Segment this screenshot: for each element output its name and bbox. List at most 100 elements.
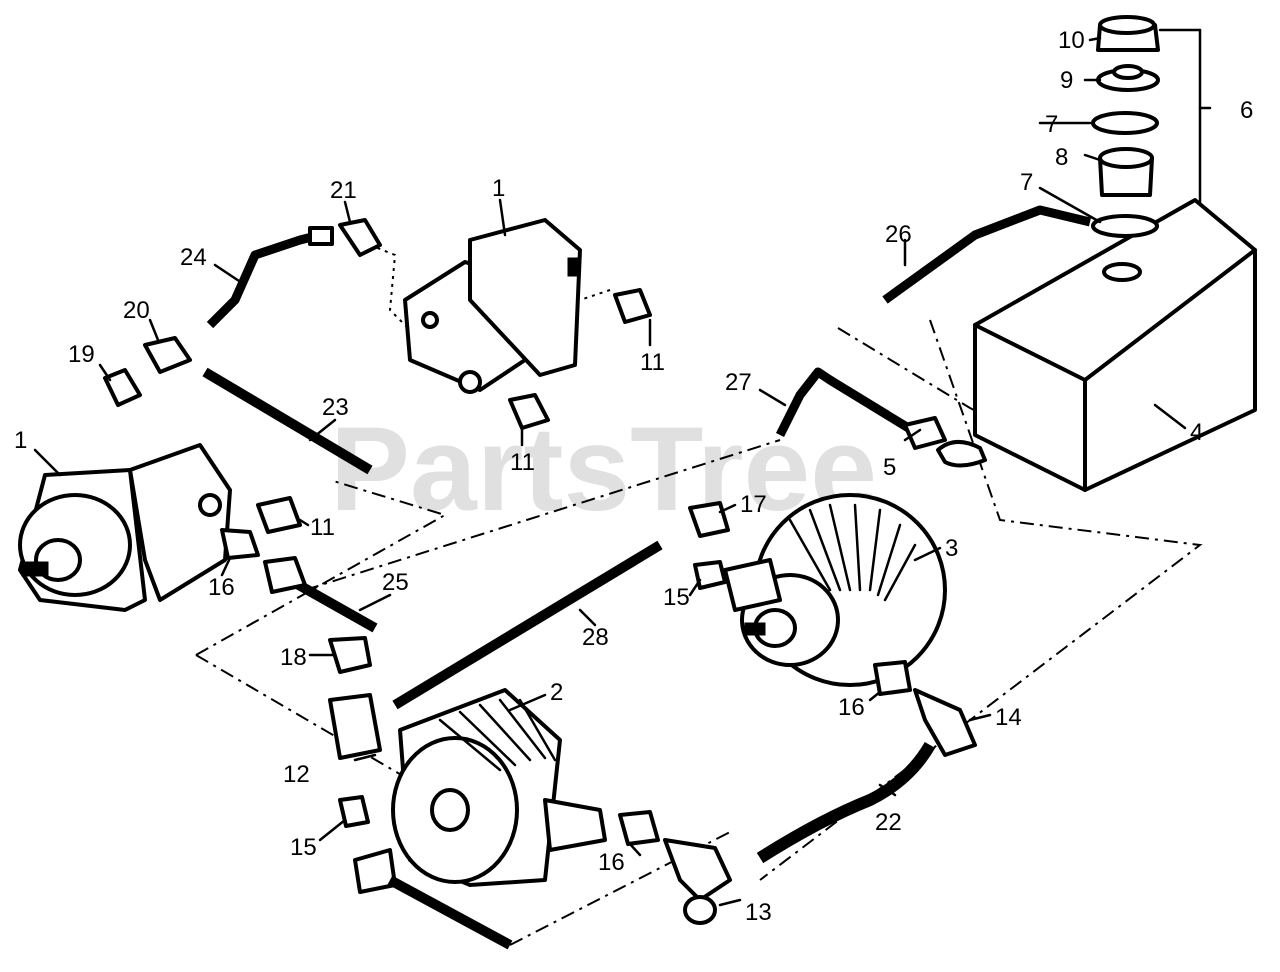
fitting-16-lower [618,810,660,846]
fitting-21 [338,218,382,257]
strainer-8-top [1098,147,1154,169]
hose-26 [882,205,1092,304]
callout-5: 5 [883,454,896,481]
motor-left-body [128,443,232,602]
callout-9: 9 [1060,67,1073,94]
fitting-17 [688,501,730,538]
callout-26: 26 [885,221,912,248]
fitting-15-upper [693,560,727,590]
fittings [103,218,977,925]
tank-outlet-elbow-5 [936,440,987,468]
fitting-11-left [256,496,302,534]
callout-19: 19 [68,341,95,368]
hydraulic-motor-left [18,443,232,612]
gasket-9-inner [1112,64,1144,80]
callout-20: 20 [123,297,150,324]
fitting-13 [663,838,732,902]
callout-1-upper: 1 [492,175,505,202]
callout-16-left: 16 [208,574,235,601]
callout-23: 23 [322,394,349,421]
fitting-11-upper [613,288,652,324]
reservoir-tank [936,198,1257,492]
callout-15-lower: 15 [290,834,317,861]
callout-1-left: 1 [14,427,27,454]
cap-10-top [1098,15,1156,35]
fitting-21-nut [308,226,334,246]
hose-23 [202,367,373,475]
callout-3: 3 [945,535,958,562]
callout-10: 10 [1058,27,1085,54]
motor-left-shaft [21,561,49,577]
callout-7-upper: 7 [1045,111,1058,138]
hose-28 [392,540,663,710]
motor-upper-flange [468,218,582,377]
tank-filler-opening [1102,262,1142,282]
callout-17: 17 [740,491,767,518]
callout-labels: 1 1 2 3 4 5 6 7 7 8 9 10 11 11 11 12 13 … [14,27,1253,926]
callout-15-upper: 15 [663,584,690,611]
callout-2: 2 [550,679,563,706]
callout-22: 22 [875,809,902,836]
callout-11-left: 11 [310,514,335,541]
assembly-line-hose-26 [837,327,1111,481]
pump-2-side-port [543,798,607,852]
pump-2-connector [353,848,397,894]
callout-16-right: 16 [838,694,865,721]
callout-21: 21 [330,177,357,204]
fitting-14 [913,688,977,757]
callout-18: 18 [280,644,307,671]
fitting-12 [328,693,382,760]
gasket-7-lower [1091,214,1159,238]
hose-24 [206,230,322,329]
callout-13: 13 [745,899,772,926]
pump-3-fins [788,503,917,602]
callout-14: 14 [995,704,1022,731]
fitting-15-lower [338,795,370,828]
hose-22 [756,741,936,864]
hoses [202,205,1092,950]
callout-11-middle: 11 [510,449,535,476]
pump-2-fins [438,698,557,772]
callout-7-lower: 7 [1020,169,1033,196]
fitting-19 [103,368,142,407]
assembly-line-motor-left [195,479,448,656]
callout-27: 27 [725,369,752,396]
hose-bottom [387,875,513,950]
callout-4: 4 [1190,419,1203,446]
callout-16-lower: 16 [598,849,625,876]
fitting-11-middle [508,393,550,430]
tank-body [973,198,1257,492]
callout-28: 28 [582,624,609,651]
callout-25: 25 [382,569,409,596]
callout-8: 8 [1055,144,1068,171]
assembly-line-tank [759,319,1203,881]
motor-upper-shaft [567,257,581,277]
fitting-25-end [263,556,307,594]
pump-3-valve-block [723,558,782,612]
pump-2-hub [430,788,470,832]
callout-24: 24 [180,244,207,271]
leader-lines [33,36,1212,907]
fitting-5 [903,416,947,450]
fitting-16-right [873,660,912,696]
filler-cap-stack [1091,15,1160,238]
callout-6: 6 [1240,97,1253,124]
callout-11-upper: 11 [640,349,665,376]
pump-3 [723,493,947,687]
assembly-line-hose-28 [304,439,781,591]
motor-upper-bolt [421,311,439,329]
fitting-13-cap [683,895,717,925]
motor-left-port [198,493,222,517]
motor-upper-port [458,370,482,394]
hydraulic-motor-upper [403,218,582,394]
gasket-7-upper [1091,111,1159,135]
hose-27 [775,367,918,438]
dotted-line-fitting-11 [579,289,611,301]
fitting-18 [328,636,372,674]
hose-25 [287,575,378,633]
fitting-16-left [220,528,260,560]
pump-3-shaft [744,622,766,636]
callout-12: 12 [283,761,310,788]
fitting-20 [143,336,192,374]
pump-2 [353,688,607,894]
